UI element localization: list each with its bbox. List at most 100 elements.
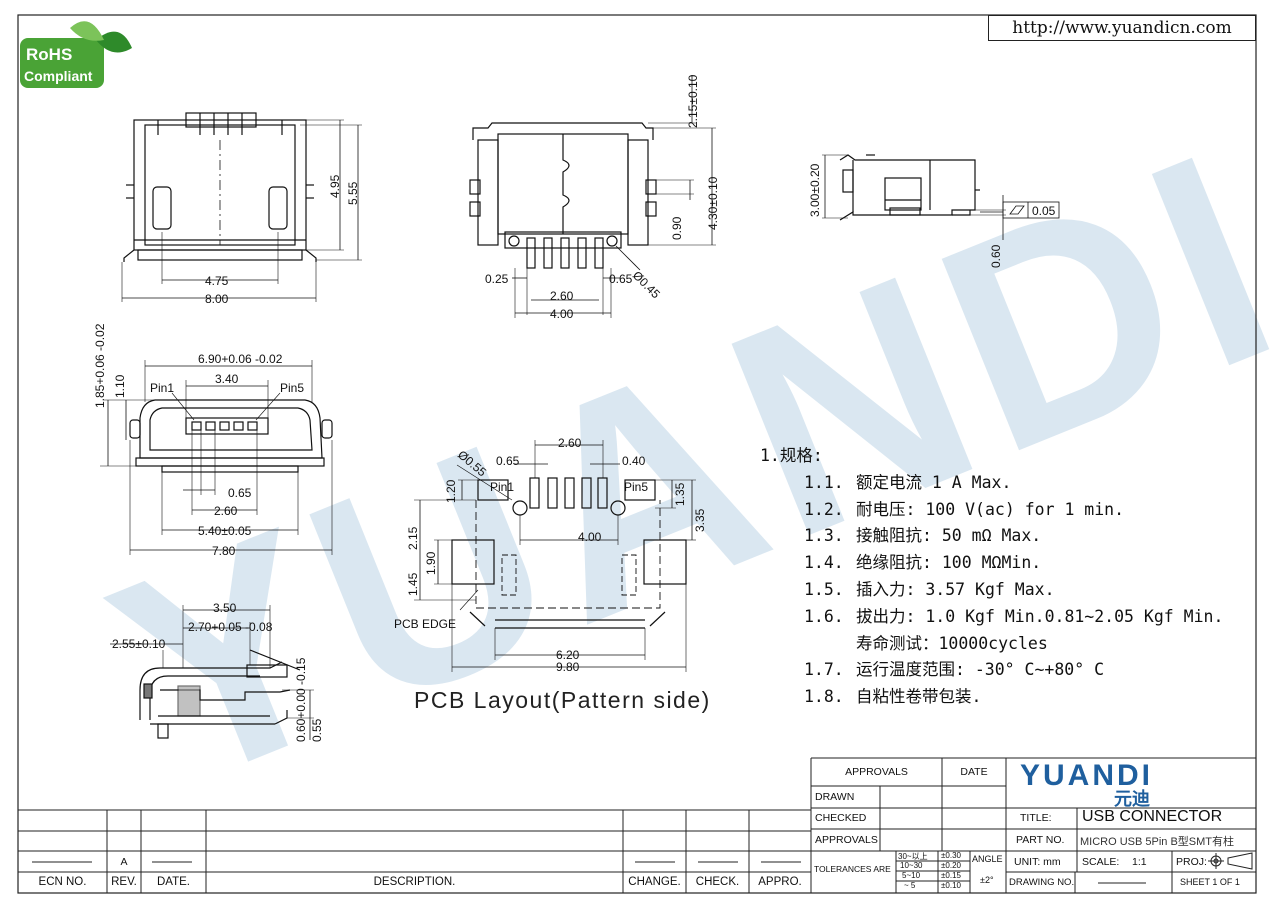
specifications: 1.规格: 1.1.额定电流 1 A Max. 1.2.耐电压: 100 V(a… (760, 443, 1265, 711)
spec-item: 1.5.插入力: 3.57 Kgf Max. (804, 579, 1055, 599)
dim-section-2-70: 2.70+0.05 -0.08 (188, 620, 273, 634)
dim-pcb-3-35: 3.35 (693, 508, 707, 532)
title-block-lines (18, 757, 1256, 893)
dim-top-4-75: 4.75 (205, 274, 229, 288)
dim-side-3-00: 3.00±0.20 (808, 163, 822, 217)
dim-top-5-55: 5.55 (346, 181, 360, 205)
dim-section-2-55: 2.55±0.10 (112, 637, 166, 651)
section-view (110, 605, 314, 740)
date-header: DATE (960, 766, 988, 778)
dim-section-0-60: 0.60+0.00 -0.15 (294, 657, 308, 742)
angle-label: ANGLE (972, 854, 1003, 864)
label-pin1-pcb: Pin1 (490, 480, 514, 494)
tolerances-label: TOLERANCES ARE (814, 864, 891, 874)
tol-value: ±0.20 (941, 861, 961, 870)
rev-col-ecn: ECN NO. (38, 876, 87, 888)
dim-bottom-7-80: 7.80 (212, 544, 236, 558)
dim-front-0-65: 0.65 (609, 272, 633, 286)
rev-col-date: DATE. (156, 876, 190, 888)
dim-pcb-1-35: 1.35 (673, 482, 687, 506)
side-view (822, 154, 1060, 240)
dim-front-0-90: 0.90 (670, 216, 684, 240)
tol-range: 5~10 (902, 871, 921, 880)
dim-side-flatness: 0.05 (1032, 204, 1056, 218)
part-no-value: MICRO USB 5Pin B型SMT有柱 (1080, 836, 1235, 848)
scale-label: SCALE: (1082, 856, 1120, 868)
rohs-text: RoHS (26, 45, 72, 64)
dim-bottom-6-90: 6.90+0.06 -0.02 (198, 352, 283, 366)
proj-label: PROJ: (1176, 856, 1207, 868)
spec-item: 1.1.额定电流 1 A Max. (804, 472, 1012, 492)
pcb-layout (414, 440, 696, 672)
brand-logo: YUANDI 元迪 (1020, 759, 1153, 810)
website-url[interactable]: http://www.yuandicn.com (988, 15, 1256, 41)
rohs-logo: RoHS Compliant (20, 21, 132, 88)
brand-name: YUANDI (1020, 759, 1153, 792)
spec-item: 1.2.耐电压: 100 V(ac) for 1 min. (804, 499, 1125, 519)
dim-pcb-2-60: 2.60 (558, 436, 582, 450)
dim-pcb-1-45: 1.45 (406, 572, 420, 596)
dim-pcb-0-40: 0.40 (622, 454, 646, 468)
part-no-label: PART NO. (1016, 834, 1065, 846)
title-value: USB CONNECTOR (1082, 808, 1223, 825)
dim-section-0-55: 0.55 (310, 718, 324, 742)
dim-pcb-4-00: 4.00 (578, 530, 602, 544)
brand-name-cn: 元迪 (1114, 789, 1150, 810)
label-pin1-bottom: Pin1 (150, 381, 174, 395)
rev-col-check: CHECK. (695, 876, 740, 888)
projection-symbol-icon (1208, 852, 1253, 870)
dim-bottom-1-10: 1.10 (113, 374, 127, 398)
approvals-label: APPROVALS (815, 834, 878, 846)
spec-heading: 1.规格: (760, 446, 823, 465)
dim-bottom-2-60: 2.60 (214, 504, 238, 518)
unit-label: UNIT: mm (1014, 856, 1061, 868)
dim-bottom-3-40: 3.40 (215, 372, 239, 386)
spec-item: 1.6.拔出力: 1.0 Kgf Min.0.81~2.05 Kgf Min. (804, 606, 1224, 626)
rev-col-appro: APPRO. (758, 876, 802, 888)
tol-range: 10~30 (900, 861, 923, 870)
pcb-layout-title: PCB Layout(Pattern side) (414, 687, 711, 713)
sheet-label: SHEET 1 OF 1 (1180, 877, 1240, 887)
compliant-text: Compliant (24, 68, 93, 84)
title-label: TITLE: (1020, 812, 1052, 824)
scale-value: 1:1 (1132, 856, 1147, 868)
tol-range: 30~以上 (898, 852, 928, 861)
sheet-border (17, 14, 1257, 894)
label-pin5-pcb: Pin5 (624, 480, 648, 494)
label-pcb-edge: PCB EDGE (394, 617, 456, 631)
label-pin5-bottom: Pin5 (280, 381, 304, 395)
approvals-header: APPROVALS (845, 766, 908, 778)
dim-front-0-25: 0.25 (485, 272, 509, 286)
dim-pcb-6-20: 6.20 (556, 648, 580, 662)
tol-range: ~ 5 (904, 881, 916, 890)
rev-col-description: DESCRIPTION. (373, 876, 456, 888)
drawing-no-label: DRAWING NO. (1009, 877, 1075, 888)
rev-col-change: CHANGE. (628, 876, 681, 888)
dim-bottom-0-65: 0.65 (228, 486, 252, 500)
dim-pcb-1-20: 1.20 (444, 479, 458, 503)
dim-pcb-9-80: 9.80 (556, 660, 580, 674)
spec-item: 1.8.自粘性卷带包装. (804, 687, 982, 707)
tol-value: ±0.10 (941, 881, 961, 890)
spec-item: 1.4.绝缘阻抗: 100 MΩMin. (804, 553, 1042, 573)
spec-item: 1.7.运行温度范围: -30° C~+80° C (804, 660, 1105, 680)
dim-top-8-00: 8.00 (205, 292, 229, 306)
dim-front-2-15: 2.15±0.10 (686, 74, 700, 128)
drawn-label: DRAWN (815, 791, 855, 803)
top-view (121, 112, 362, 302)
tol-value: ±0.15 (941, 871, 961, 880)
dim-pcb-2-15: 2.15 (406, 526, 420, 550)
dim-bottom-1-85: 1.85+0.06 -0.02 (93, 323, 107, 408)
dim-pcb-0-65: 0.65 (496, 454, 520, 468)
angle-tol: ±2° (980, 875, 994, 885)
dim-pcb-1-90: 1.90 (424, 551, 438, 575)
checked-label: CHECKED (815, 812, 867, 824)
tol-value: ±0.30 (941, 851, 961, 860)
front-view (469, 75, 716, 318)
dim-side-0-60: 0.60 (989, 244, 1003, 268)
dim-front-4-30: 4.30±0.10 (706, 176, 720, 230)
dim-bottom-5-40: 5.40±0.05 (198, 524, 252, 538)
dim-top-4-95: 4.95 (328, 174, 342, 198)
rev-col-rev: REV. (111, 876, 137, 888)
